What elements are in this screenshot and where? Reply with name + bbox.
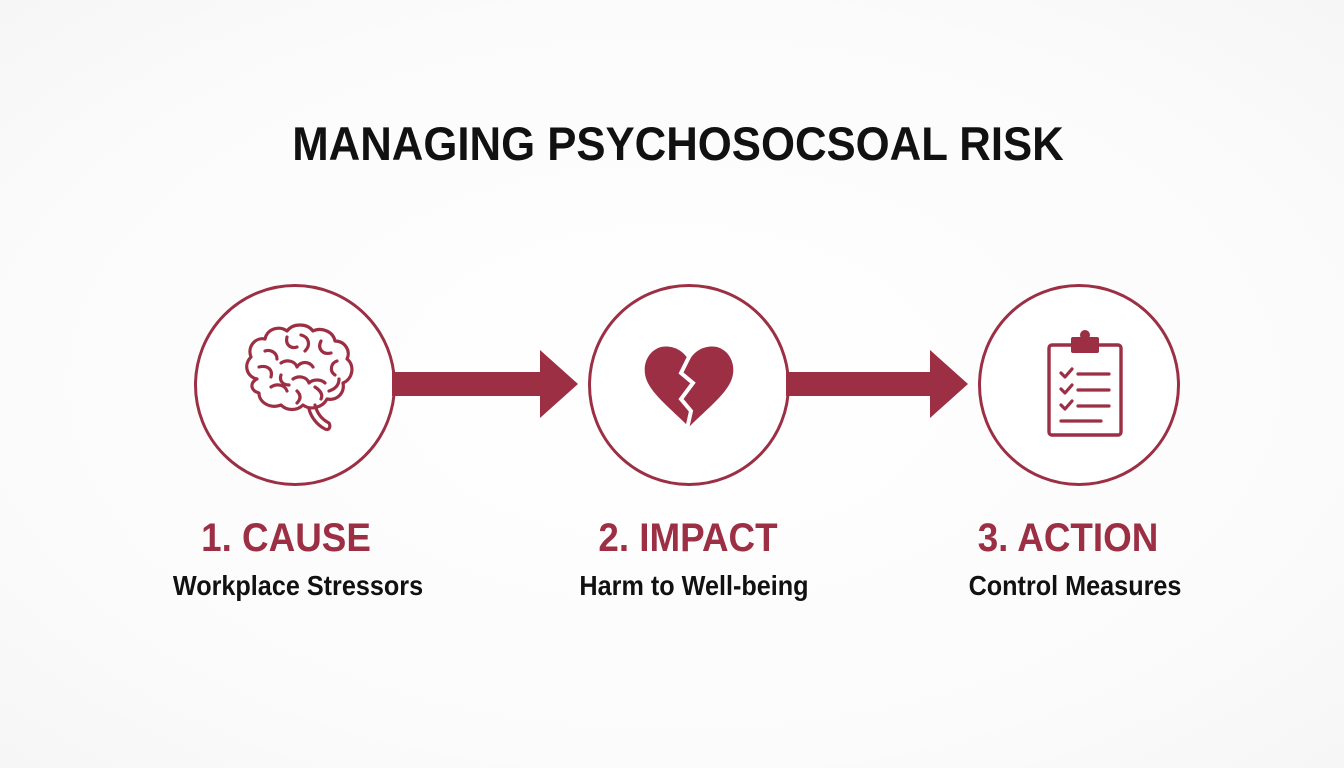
step-3-subtitle: Control Measures bbox=[968, 570, 1182, 601]
step-3-circle bbox=[978, 284, 1180, 486]
broken-heart-icon bbox=[644, 346, 734, 430]
step-2-title: 2. IMPACT bbox=[598, 516, 778, 560]
arrow-1-to-2 bbox=[392, 350, 578, 418]
step-2-circle bbox=[588, 284, 790, 486]
step-1-title: 1. CAUSE bbox=[201, 516, 371, 560]
arrow-2-to-3 bbox=[786, 350, 968, 418]
brain-icon bbox=[245, 323, 354, 432]
step-1-subtitle: Workplace Stressors bbox=[172, 570, 424, 601]
clipboard-checklist-icon bbox=[1047, 330, 1123, 437]
page-title: MANAGING PSYCHOSOCSOAL RISK bbox=[292, 117, 1064, 170]
step-1-circle bbox=[194, 284, 396, 486]
step-2-subtitle: Harm to Well-being bbox=[579, 570, 809, 601]
step-3-title: 3. ACTION bbox=[977, 516, 1159, 560]
